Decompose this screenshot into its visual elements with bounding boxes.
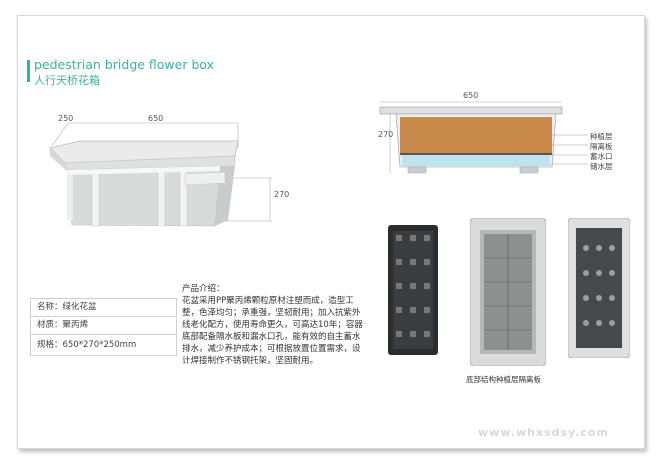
spec-row-size: 规格：650*270*250mm [37, 340, 137, 350]
box-with-plate-photo [568, 218, 630, 358]
title-chinese: 人行天桥花箱 [34, 74, 100, 87]
layer-label-water-outlet: 蓄水口 [590, 152, 613, 161]
box-interior-photo [470, 218, 546, 366]
dim-height-label: 270 [274, 190, 290, 199]
section-length-label: 650 [463, 91, 479, 100]
spec-table: 名称：绿化花盆 材质：聚丙烯 规格：650*270*250mm [30, 298, 177, 356]
layer-label-water-storage: 储水层 [590, 162, 613, 171]
layer-label-separator: 隔离板 [590, 142, 613, 151]
title-english: pedestrian bridge flower box [34, 57, 215, 72]
dim-length-label: 650 [148, 114, 164, 123]
product-intro: 产品介绍： 花盆采用PP聚丙烯颗粒原材注塑而成，造型工整，色泽均匀；承重强，坚韧… [182, 283, 367, 367]
title-accent-bar [27, 60, 30, 82]
intro-title: 产品介绍： [182, 284, 225, 294]
spec-row-name: 名称：绿化花盆 [31, 299, 176, 317]
photos-caption: 底部结构种植层隔离板 [466, 375, 541, 384]
cross-section-diagram [379, 101, 588, 174]
layer-label-planting: 种植层 [590, 132, 613, 141]
section-height-label: 270 [378, 130, 394, 139]
spec-row-material: 材质：聚丙烯 [31, 317, 176, 335]
intro-body: 花盆采用PP聚丙烯颗粒原材注塑而成，造型工整，色泽均匀；承重强，坚韧耐用；加入抗… [182, 296, 363, 366]
dim-depth-label: 250 [58, 114, 74, 123]
flower-box-illustration [49, 122, 272, 227]
watermark: www.whxsdsy.com [478, 426, 609, 439]
separator-plate-photo [388, 225, 438, 355]
